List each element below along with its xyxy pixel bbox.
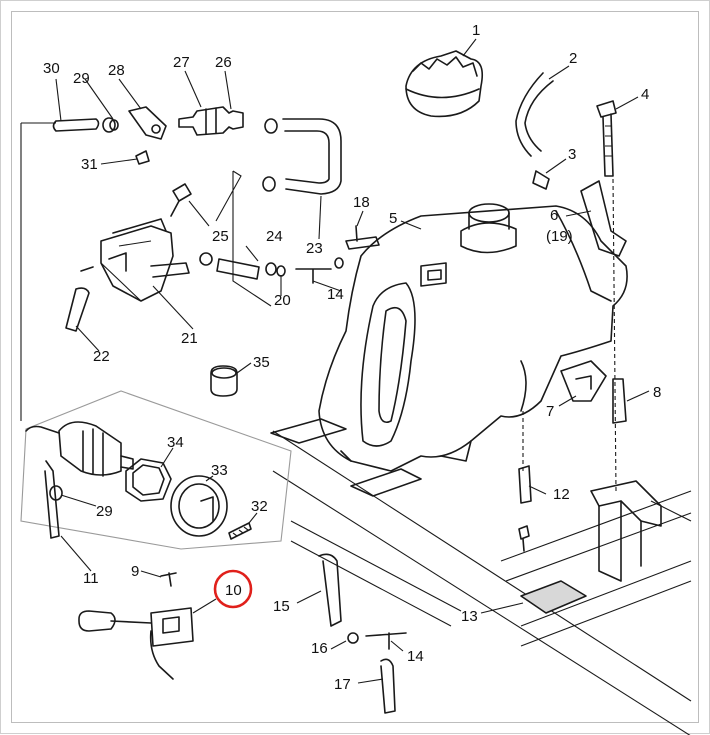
diagram-border bbox=[11, 11, 699, 723]
clamp-filter bbox=[262, 118, 278, 192]
frame-bracket bbox=[590, 480, 662, 582]
callout-8: 8 bbox=[653, 384, 661, 401]
mount-7 bbox=[560, 360, 607, 402]
tee-fitting-14-top bbox=[295, 268, 332, 284]
callout-2: 2 bbox=[569, 50, 577, 67]
hose-17 bbox=[380, 658, 396, 714]
leader-lines bbox=[55, 38, 650, 684]
callout-14-bottom: 14 bbox=[407, 648, 424, 665]
callout-33: 33 bbox=[211, 462, 228, 479]
fuel-pump bbox=[100, 218, 190, 302]
callout-18: 18 bbox=[353, 194, 370, 211]
hose-23 bbox=[282, 118, 342, 195]
sending-unit-10 bbox=[78, 607, 194, 680]
screw-9 bbox=[160, 572, 177, 587]
pad-13 bbox=[520, 580, 587, 614]
callout-1: 1 bbox=[472, 22, 480, 39]
callout-29-bottom: 29 bbox=[96, 503, 113, 520]
clamp-29 bbox=[102, 117, 119, 133]
highlight-circle bbox=[213, 569, 253, 609]
callout-7: 7 bbox=[546, 403, 554, 420]
callout-3: 3 bbox=[568, 146, 576, 163]
callout-13: 13 bbox=[461, 608, 478, 625]
screw-32 bbox=[228, 522, 252, 540]
callout-31: 31 bbox=[81, 156, 98, 173]
bolt-25 bbox=[170, 183, 192, 217]
callout-21: 21 bbox=[181, 330, 198, 347]
pin-12 bbox=[518, 465, 532, 504]
callout-15: 15 bbox=[273, 598, 290, 615]
bolt-near-13 bbox=[518, 525, 530, 552]
callout-35: 35 bbox=[253, 354, 270, 371]
callout-29-top: 29 bbox=[73, 70, 90, 87]
filler-cap bbox=[405, 50, 484, 118]
gasket-34 bbox=[125, 458, 172, 502]
cover-33 bbox=[170, 475, 228, 537]
callouts: 1 2 3 4 5 6 (19) 7 8 9 10 11 12 13 14 14… bbox=[43, 22, 661, 693]
callout-25: 25 bbox=[212, 228, 229, 245]
hose-30 bbox=[20, 118, 100, 421]
fitting-3 bbox=[532, 170, 550, 190]
callout-26: 26 bbox=[215, 54, 232, 71]
callout-34: 34 bbox=[167, 434, 184, 451]
hose-22 bbox=[65, 266, 94, 332]
pump-assembly-outline bbox=[20, 390, 292, 550]
callout-6: 6 bbox=[550, 207, 558, 224]
hose-24 bbox=[199, 252, 277, 280]
tank-pads bbox=[270, 418, 422, 497]
frame-rails bbox=[272, 430, 692, 735]
callout-27: 27 bbox=[173, 54, 190, 71]
callout-11: 11 bbox=[83, 570, 99, 587]
callout-17: 17 bbox=[334, 676, 351, 693]
bracket-28 bbox=[128, 106, 167, 140]
callout-22: 22 bbox=[93, 348, 110, 365]
callout-14-top: 14 bbox=[327, 286, 344, 303]
callout-32: 32 bbox=[251, 498, 268, 515]
callout-10: 10 bbox=[225, 582, 242, 599]
fuel-tank bbox=[318, 203, 628, 472]
callout-24: 24 bbox=[266, 228, 283, 245]
callout-4: 4 bbox=[641, 86, 649, 103]
rubber-35 bbox=[210, 365, 238, 397]
clamp-20 bbox=[276, 257, 344, 277]
callout-6-alt: (19) bbox=[546, 228, 573, 245]
tee-fitting-14-bottom bbox=[347, 632, 407, 650]
callout-30: 30 bbox=[43, 60, 60, 77]
fuel-filter bbox=[178, 106, 244, 136]
callout-16: 16 bbox=[311, 640, 328, 657]
callout-20: 20 bbox=[274, 292, 291, 309]
vent-hose bbox=[515, 72, 554, 157]
callout-23: 23 bbox=[306, 240, 323, 257]
bracket-6 bbox=[580, 180, 627, 257]
spacer-8 bbox=[612, 378, 627, 424]
bolt-31 bbox=[135, 150, 150, 165]
pump-body bbox=[25, 421, 134, 477]
bolt-4 bbox=[596, 100, 617, 177]
callout-12: 12 bbox=[553, 486, 570, 503]
callout-28: 28 bbox=[108, 62, 125, 79]
callout-9: 9 bbox=[131, 563, 139, 580]
fitting-18 bbox=[345, 225, 380, 250]
callout-5: 5 bbox=[389, 210, 397, 227]
hose-15 bbox=[318, 553, 342, 627]
hose-pump-left bbox=[44, 460, 63, 539]
